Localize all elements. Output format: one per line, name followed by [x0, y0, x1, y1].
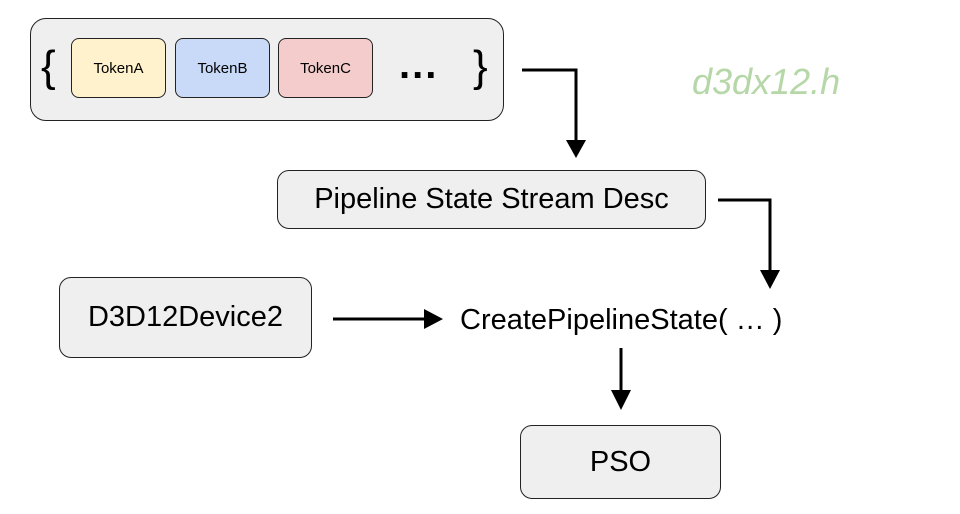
- open-brace: {: [41, 42, 56, 91]
- arrow-desc-to-create: [718, 198, 772, 280]
- arrow-tokens-to-desc: [522, 68, 578, 150]
- arrowhead-device-to-create: [424, 309, 443, 329]
- arrowhead-tokens-to-desc: [566, 140, 586, 158]
- device-box: D3D12Device2: [59, 277, 312, 358]
- token-a: TokenA: [71, 38, 166, 98]
- arrowhead-desc-to-create: [760, 270, 780, 289]
- token-c: TokenC: [278, 38, 373, 98]
- token-b: TokenB: [175, 38, 270, 98]
- pipeline-state-stream-desc-box: Pipeline State Stream Desc: [277, 170, 706, 229]
- token-stream-box: { TokenA TokenB TokenC ... }: [30, 18, 504, 121]
- arrowhead-create-to-pso: [611, 390, 631, 410]
- close-brace: }: [473, 42, 488, 91]
- token-ellipsis: ...: [399, 43, 439, 87]
- header-file-label: d3dx12.h: [692, 61, 841, 102]
- create-pipeline-state-call: CreatePipelineState( … ): [460, 304, 783, 336]
- pso-box: PSO: [520, 425, 721, 499]
